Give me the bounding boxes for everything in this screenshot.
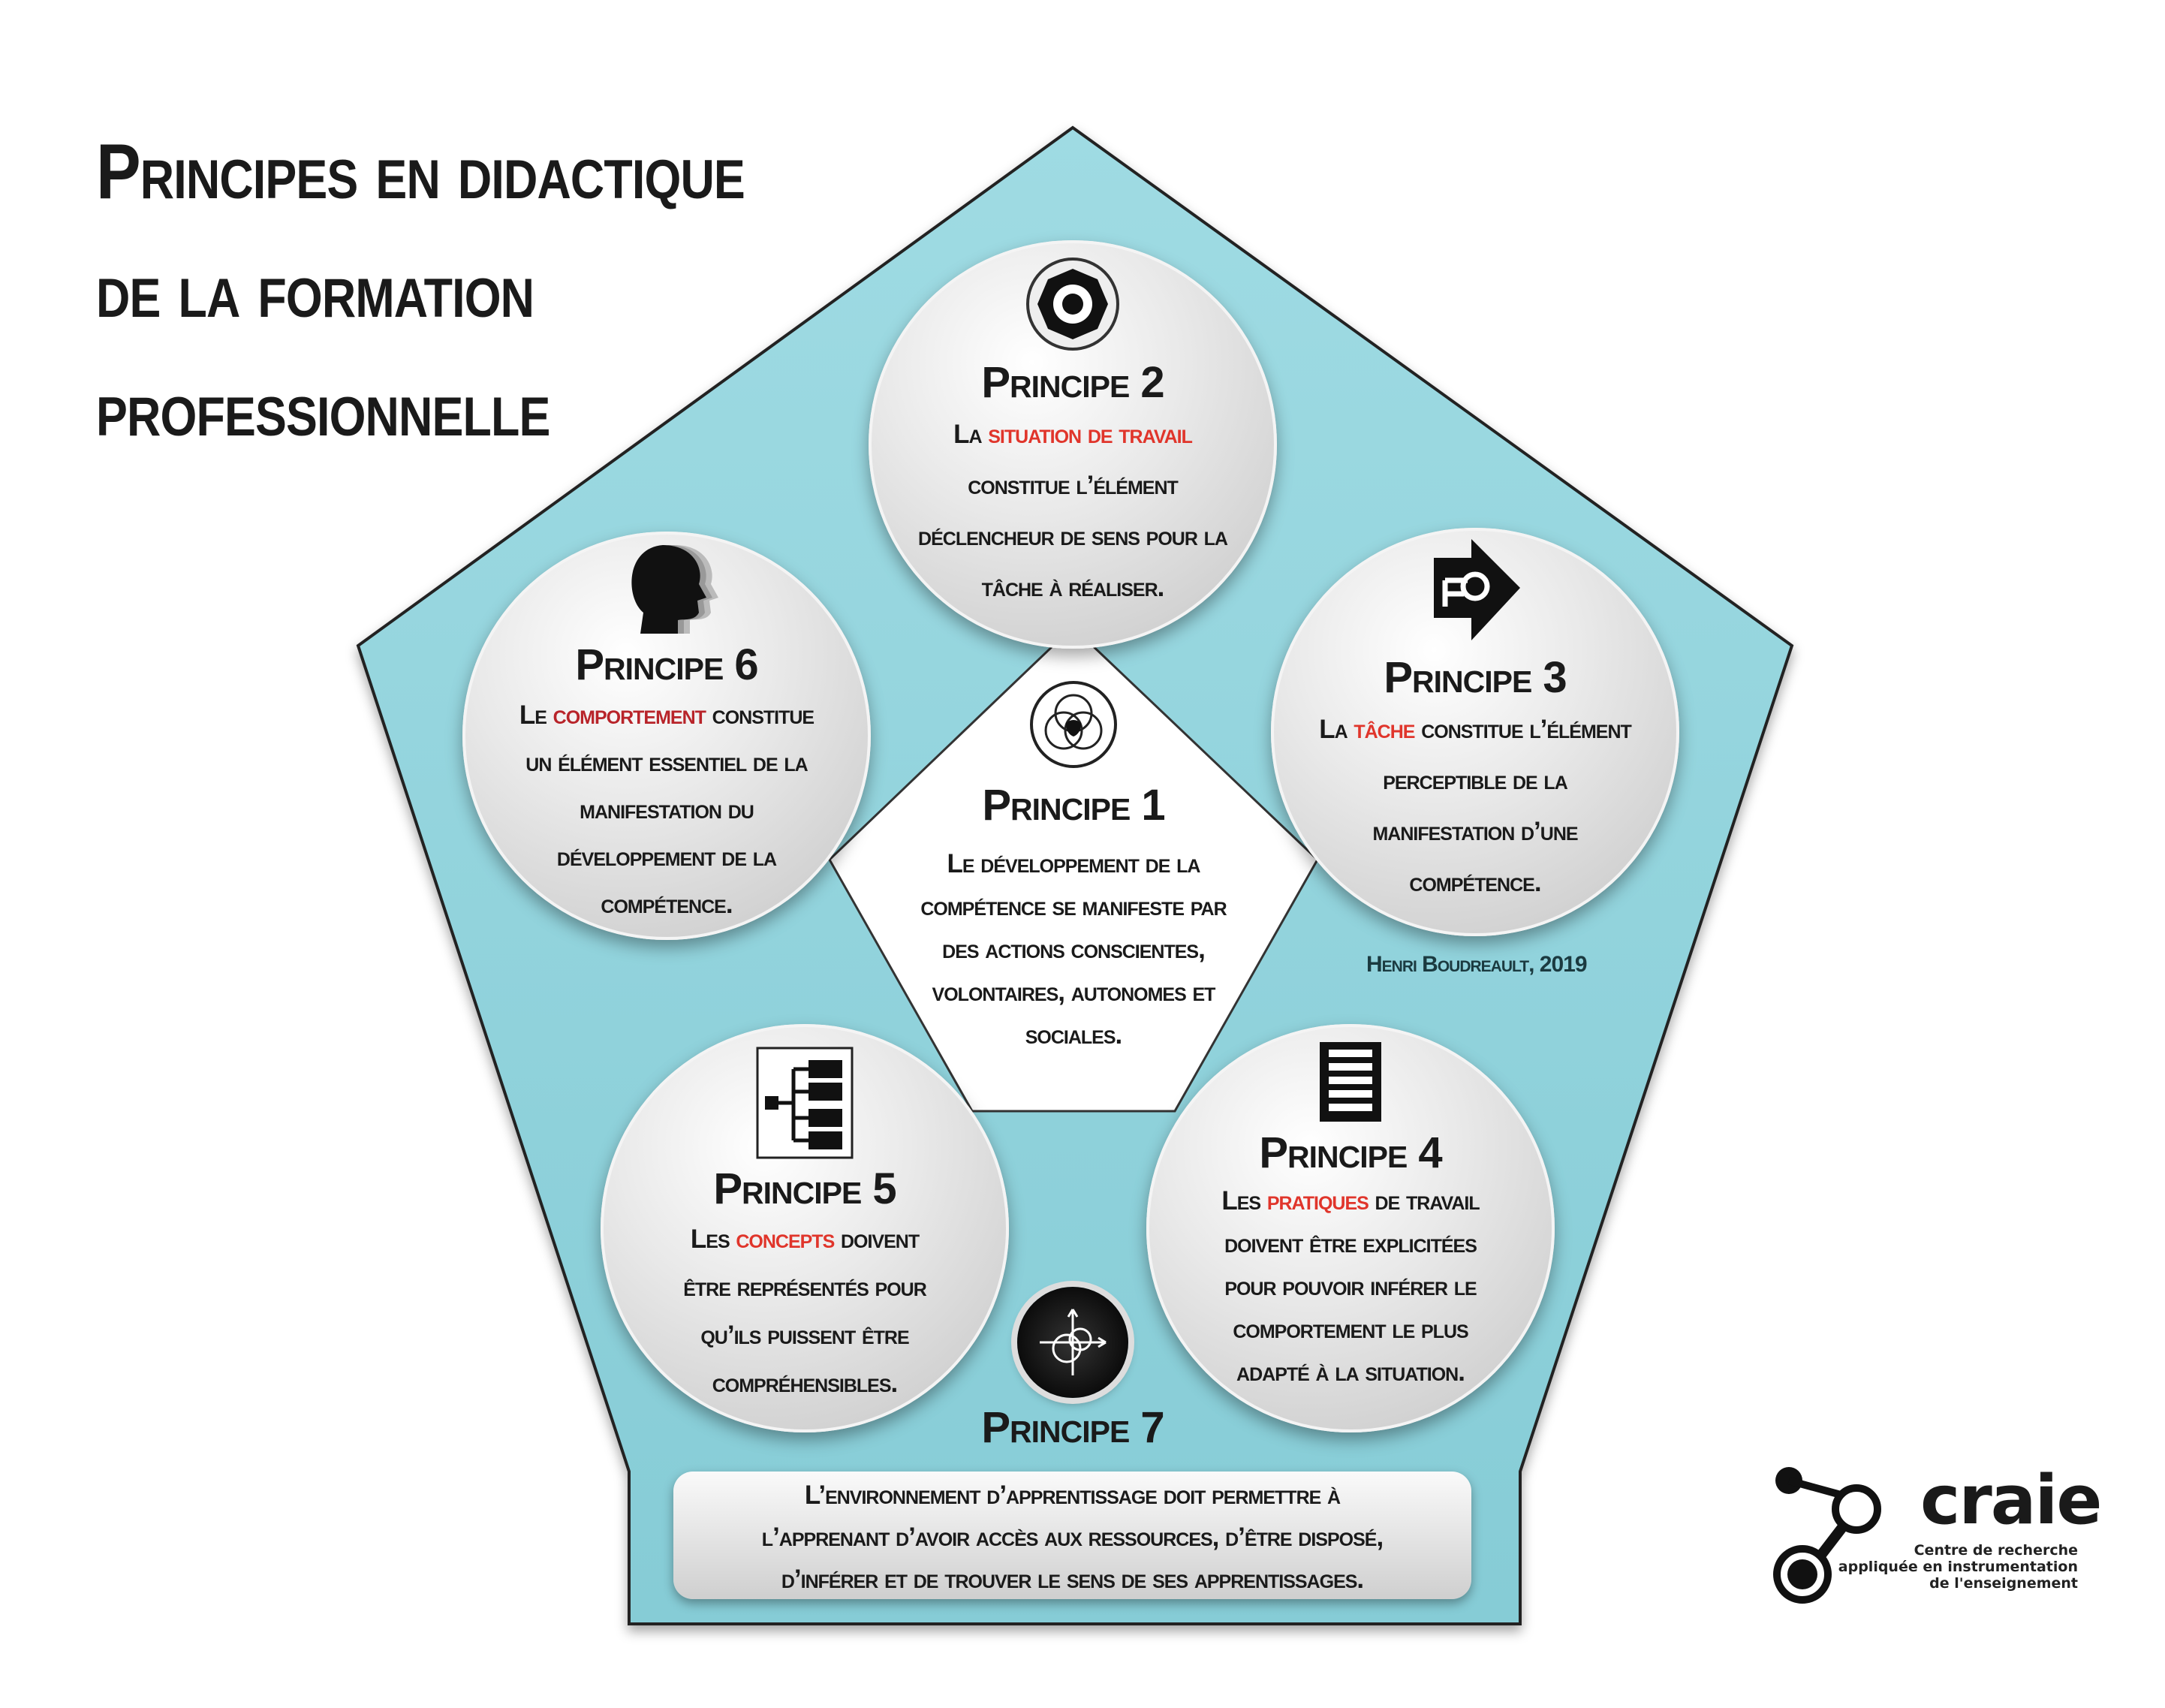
principle-text: La situation de travail [891,409,1254,460]
principle-text: compréhensibles. [712,1369,899,1398]
principle-text: l’apprenant d’avoir accès aux ressources… [761,1523,1384,1552]
gear-target-icon [1026,258,1119,351]
principle-text: Les concepts doivent [623,1215,986,1264]
principle-text: constitue l’élément [968,471,1179,500]
craie-logo: craie Centre de recherche appliquée en i… [1763,1461,2102,1607]
title-line: de la formation [96,247,534,334]
principle-text: compétence. [1409,868,1541,897]
principle-text: Le comportement constitue [470,691,863,739]
highlight-text: comportement [553,700,706,730]
arrow-sign-icon [1434,539,1520,640]
molecule-logo-icon [1773,1467,1881,1604]
page-title: Principes en didactique de la formation … [96,113,851,468]
inner-pentagon [828,625,1319,1113]
highlight-text: concepts [736,1225,835,1254]
principle-text: qu’ils puissent être [700,1321,909,1350]
principle-3: Principe 3 La tâche constitue l’élément … [1271,528,1679,936]
principle-text: comportement le plus [1233,1315,1468,1344]
principle-heading: Principe 1 [982,781,1165,830]
principle-heading: Principe 2 [981,358,1164,407]
head-profiles-icon [631,545,718,634]
text: doivent [834,1225,920,1254]
principle-text: des actions conscientes, [942,935,1206,964]
principle-text: L’environnement d’apprentissage doit per… [804,1481,1341,1510]
principle-4: Principe 4 Les pratiques de travail doiv… [1146,1024,1555,1432]
title-line: professionnelle [96,366,550,453]
principle-text: pour pouvoir inférer le [1224,1272,1477,1301]
principle-heading: Principe 5 [713,1164,896,1213]
principle-text: manifestation du [580,795,754,824]
text: Le [519,700,553,730]
principle-text: adapté à la situation. [1236,1357,1465,1387]
logo-subtitle: Centre de recherche appliquée en instrum… [1838,1542,2078,1592]
principle-7-heading: Principe 7 [981,1403,1164,1452]
principle-text: être représentés pour [683,1273,927,1302]
hierarchy-tree-icon [756,1047,854,1159]
highlight-text: tâche [1354,715,1415,744]
highlight-text: pratiques [1266,1186,1369,1215]
logo-subtitle-line: appliquée en instrumentation [1838,1559,2078,1575]
highlight-text: situation de travail [988,420,1193,449]
principle-text: tâche à réaliser. [981,573,1165,602]
ladder-list-icon [1320,1042,1381,1122]
venn-icon [1030,681,1117,768]
principle-text: manifestation d’une [1372,817,1578,846]
title-line: Principes en didactique [96,128,745,215]
principle-text: un élément essentiel de la [525,748,808,777]
principle-5: Principe 5 Les concepts doivent être rep… [601,1024,1009,1432]
principle-heading: Principe 6 [575,640,758,689]
logo-name: craie [1920,1461,2102,1540]
logo-subtitle-line: de l'enseignement [1929,1575,2078,1592]
principle-text: perceptible de la [1383,766,1568,795]
principle-2: Principe 2 La situation de travail const… [869,240,1277,649]
principle-text: compétence. [601,890,733,919]
principle-text: d’inférer et de trouver le sens de ses a… [781,1565,1364,1594]
logo-subtitle-line: Centre de recherche [1914,1542,2078,1559]
text: Les [690,1225,736,1254]
author-credit: Henri Boudreault, 2019 [1366,952,1588,977]
principle-text: doivent être explicitées [1224,1229,1477,1258]
text: constitue [705,700,815,730]
principle-heading: Principe 4 [1259,1128,1442,1177]
principle-text: développement de la [556,842,777,872]
principle-6: Principe 6 Le comportement constitue un … [462,532,871,940]
principle-text: volontaires, autonomes et [932,978,1216,1007]
principle-7-text-box: L’environnement d’apprentissage doit per… [673,1472,1471,1599]
text: de travail [1368,1186,1480,1215]
principle-7-icon [1017,1287,1128,1398]
principle-text: déclencheur de sens pour la [918,522,1228,551]
principle-text: Le développement de la [947,849,1201,878]
principle-1: Principe 1 Le développement de la compét… [863,679,1284,1056]
principle-text: sociales. [1025,1020,1123,1050]
text: La [1319,715,1354,744]
text: Les [1221,1186,1267,1215]
principle-text: La tâche constitue l’élément [1278,704,1672,755]
compass-arrows-icon [1040,1309,1107,1375]
text: constitue l’élément [1414,715,1632,744]
principle-heading: Principe 3 [1384,653,1567,702]
text: La [953,420,989,449]
principle-text: compétence se manifeste par [920,892,1227,921]
principle-text: Les pratiques de travail [1169,1179,1532,1222]
